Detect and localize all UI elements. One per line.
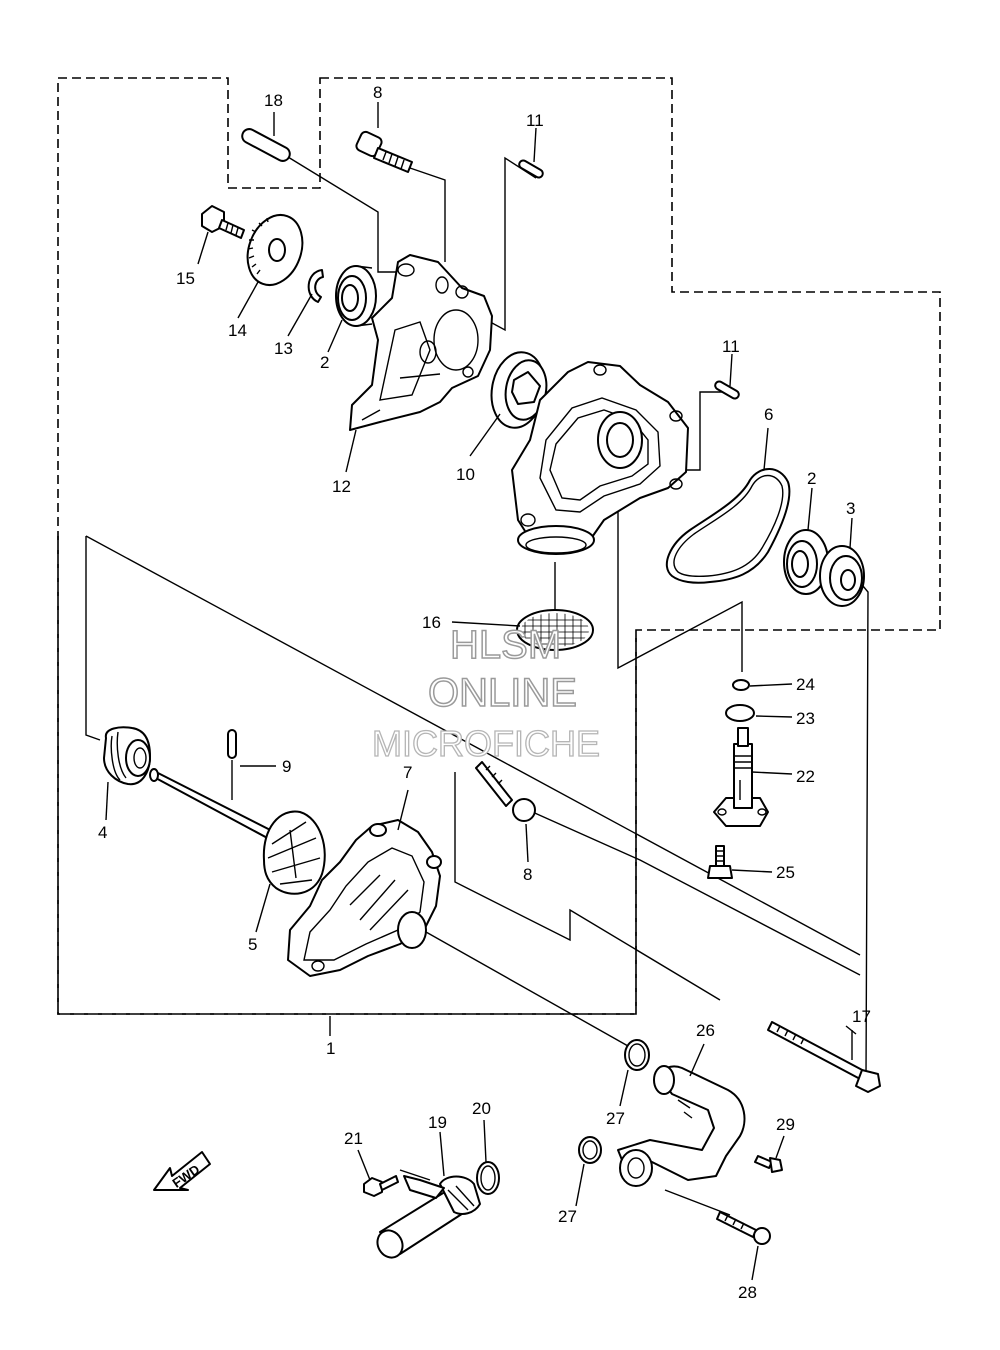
forward-direction-icon: FWD [153, 1151, 211, 1191]
shaft-22 [713, 727, 769, 827]
label-2-right: 2 [807, 469, 816, 488]
label-5: 5 [248, 935, 257, 954]
outlet-pipe-26 [617, 1065, 746, 1187]
bolt-8-lower [475, 761, 536, 822]
gear-14 [246, 214, 304, 286]
long-bolt-17 [767, 1021, 881, 1093]
label-14: 14 [228, 321, 247, 340]
pin-11-right [714, 380, 740, 400]
mechanical-seal-4 [103, 726, 151, 786]
bolt-25 [707, 845, 733, 879]
watermark-line-1: HLSM [450, 623, 561, 667]
label-19: 19 [428, 1113, 447, 1132]
label-leaders [105, 102, 857, 1281]
watermark-line-2: ONLINE [428, 671, 577, 715]
o-ring-23 [725, 704, 755, 722]
o-ring-24 [732, 679, 750, 691]
pin-11-top [518, 159, 544, 179]
label-29: 29 [776, 1115, 795, 1134]
lower-assembly-boundary [57, 536, 637, 1015]
label-22: 22 [796, 767, 815, 786]
bearing-2-right [783, 529, 829, 595]
oil-seal-3 [819, 545, 865, 607]
label-13: 13 [274, 339, 293, 358]
part-labels: 18 8 11 15 14 13 2 12 10 11 6 2 3 16 24 … [98, 83, 871, 1302]
gasket-6 [665, 468, 791, 584]
o-ring-20 [476, 1161, 500, 1195]
pump-housing-main [511, 361, 689, 555]
label-27-lower: 27 [558, 1207, 577, 1226]
label-1: 1 [326, 1039, 335, 1058]
label-3: 3 [846, 499, 855, 518]
label-2-left: 2 [320, 353, 329, 372]
label-4: 4 [98, 823, 107, 842]
inlet-pipe-19 [376, 1175, 481, 1259]
label-8-top: 8 [373, 83, 382, 102]
label-25: 25 [776, 863, 795, 882]
label-12: 12 [332, 477, 351, 496]
pin-9 [227, 729, 237, 759]
label-23: 23 [796, 709, 815, 728]
bolt-8-top [355, 130, 413, 173]
label-20: 20 [472, 1099, 491, 1118]
label-11-top: 11 [526, 111, 544, 130]
label-27-upper: 27 [606, 1109, 625, 1128]
label-11-right: 11 [722, 337, 740, 356]
strainer-16 [516, 609, 594, 651]
flange-bolt-15 [201, 205, 245, 239]
label-24: 24 [796, 675, 815, 694]
impeller-shaft-5 [149, 768, 326, 895]
label-15: 15 [176, 269, 195, 288]
watermark: HLSM ONLINE MICROFICHE [371, 622, 600, 764]
label-26: 26 [696, 1021, 715, 1040]
o-ring-27-upper [624, 1039, 650, 1071]
label-21: 21 [344, 1129, 363, 1148]
label-8-lower: 8 [523, 865, 532, 884]
upper-housing-12 [349, 254, 493, 431]
label-18: 18 [264, 91, 283, 110]
label-28: 28 [738, 1283, 757, 1302]
bolt-21 [363, 1175, 399, 1197]
circlip-13 [307, 269, 324, 303]
label-10: 10 [456, 465, 475, 484]
bolt-28 [716, 1211, 771, 1245]
label-17: 17 [852, 1007, 871, 1026]
upper-assembly-boundary [57, 77, 941, 1015]
label-9: 9 [282, 757, 291, 776]
label-6: 6 [764, 405, 773, 424]
watermark-line-3: MICROFICHE [372, 723, 600, 764]
rotor-10 [490, 351, 548, 429]
dowel-pin-18 [241, 128, 291, 162]
bolt-29 [754, 1155, 783, 1173]
bearing-2-left [335, 265, 377, 327]
label-7: 7 [403, 763, 412, 782]
o-ring-27-lower [578, 1136, 602, 1164]
pump-cover-7 [287, 819, 442, 977]
label-16: 16 [422, 613, 441, 632]
